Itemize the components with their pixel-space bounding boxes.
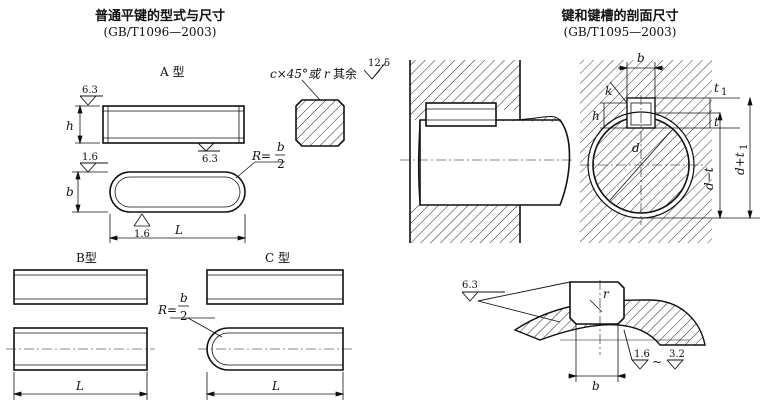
dim-L: [12, 372, 149, 400]
roughness-symbol: [623, 329, 685, 370]
dim-k-label: k: [605, 84, 612, 98]
dim-h-label: h: [592, 109, 600, 123]
dim-L: [205, 372, 345, 400]
dim-d-minus-t-label: d−t: [702, 167, 716, 190]
roughness-symbol: [79, 95, 103, 106]
dim-r-label: r: [603, 287, 610, 301]
chamfer-leader: [301, 79, 321, 101]
roughness-value: 6.3: [462, 280, 478, 291]
type-c-side-view: [206, 269, 344, 305]
roughness-symbol: [197, 142, 220, 152]
radius-leader: [170, 317, 223, 338]
roughness-tilde: ~: [652, 355, 662, 369]
dim-b: [568, 324, 626, 382]
left-standard: (GB/T1096—2003): [103, 25, 217, 39]
dim-k-leader: [609, 81, 628, 104]
type-a-top-view: [109, 171, 246, 213]
roughness-symbol: [79, 162, 108, 173]
dim-d-label: d: [632, 141, 640, 155]
dim-h: [600, 102, 627, 129]
roughness-value: 1.6: [82, 152, 98, 163]
dim-L-label: L: [174, 223, 183, 237]
radius-half-num: b: [180, 291, 188, 305]
type-a-side-view: [102, 105, 245, 144]
keyway-detail: [513, 280, 706, 355]
chamfer-rest-label: 其余: [333, 66, 357, 81]
roughness-value: 6.3: [82, 85, 98, 96]
roughness-symbol: [363, 61, 387, 80]
dim-b: [618, 62, 664, 98]
radius-half-den: 2: [277, 157, 285, 171]
shaft-cross-section: [580, 60, 712, 243]
dim-h-label: h: [66, 119, 74, 133]
type-b-side-view: [13, 269, 148, 305]
dim-h: [75, 104, 100, 145]
dim-t-label: t: [714, 115, 719, 129]
left-title: 普通平键的型式与尺寸: [94, 9, 225, 24]
dim-L-label: L: [75, 379, 84, 393]
key-cross-section: [295, 99, 345, 147]
right-title: 键和键槽的剖面尺寸: [561, 9, 679, 24]
chamfer-note: c×45°或 r: [270, 67, 331, 81]
dim-L: [108, 213, 247, 243]
dim-d-plus-t1-sub: 1: [739, 144, 750, 150]
dim-b-label: b: [637, 51, 645, 65]
type-b-label: B型: [76, 251, 97, 265]
radius-label: R=: [157, 303, 177, 317]
dim-b: [72, 170, 108, 214]
hub-and-shaft-section: [400, 60, 575, 243]
right-standard: (GB/T1095—2003): [563, 25, 677, 39]
radius-leader: [235, 161, 285, 179]
type-b-top-view: [6, 327, 155, 371]
roughness-value: 12.5: [368, 58, 390, 69]
dim-t1-sub: 1: [721, 87, 727, 98]
radius-leader: [589, 299, 603, 313]
radius-half-den: 2: [180, 309, 188, 323]
dim-L-label: L: [271, 379, 280, 393]
type-c-label: C 型: [265, 251, 290, 265]
roughness-value: 3.2: [669, 349, 685, 360]
roughness-value: 1.6: [634, 349, 650, 360]
dim-b-label: b: [66, 185, 74, 199]
type-c-top-view: [198, 327, 352, 371]
dim-t: [641, 96, 760, 220]
dim-t1-label: t: [714, 81, 719, 95]
dim-d-plus-t1-label: d+t: [733, 152, 747, 175]
roughness-value: 6.3: [202, 154, 218, 165]
radius-label: R=: [251, 149, 271, 163]
radius-half-num: b: [277, 140, 285, 154]
dim-b-label: b: [592, 379, 600, 393]
type-a-label: A 型: [159, 65, 184, 79]
roughness-symbol: [461, 281, 571, 323]
roughness-value: 1.6: [134, 229, 150, 240]
